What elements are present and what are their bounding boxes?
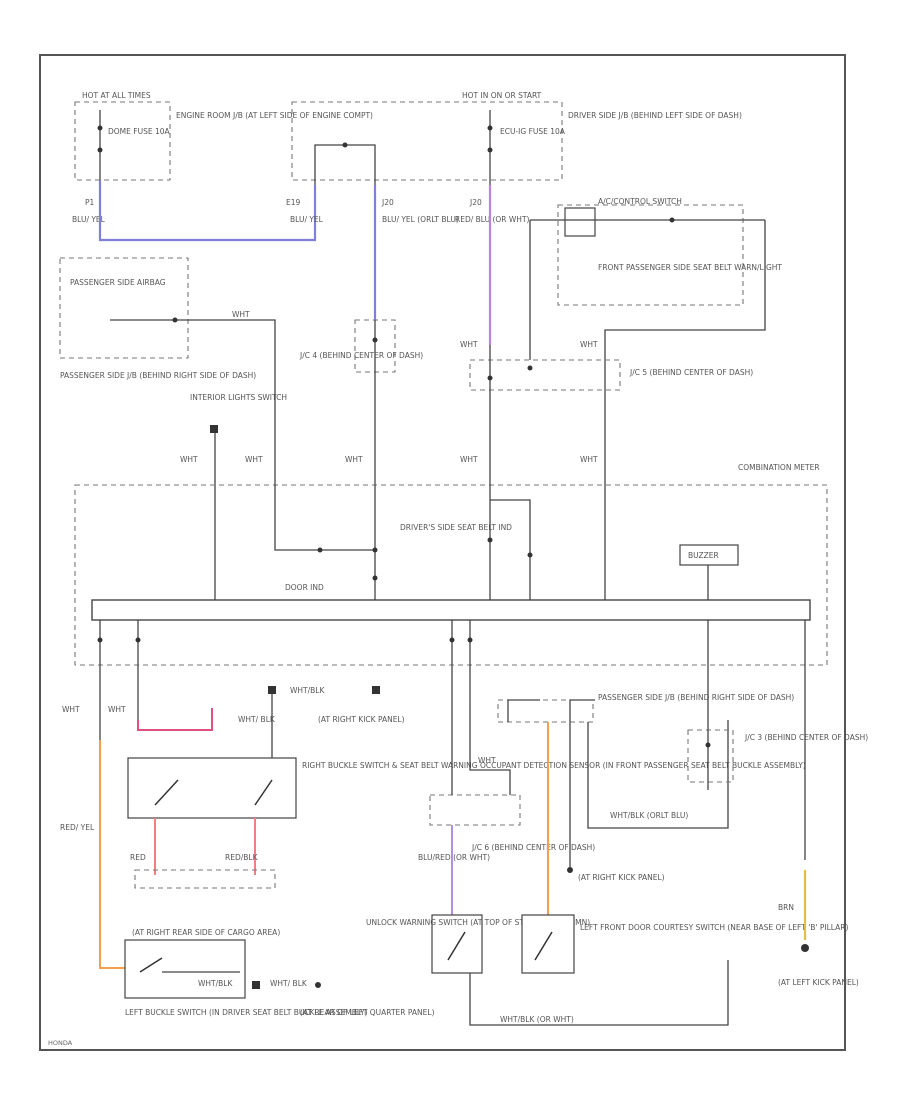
label-pass-jb2: PASSENGER SIDE J/B (BEHIND RIGHT SIDE OF… — [598, 693, 794, 702]
label-hot-on: HOT IN ON OR START — [462, 91, 542, 100]
label-jc5: J/C 5 (BEHIND CENTER OF DASH) — [629, 368, 753, 377]
label-at-left-kick: (AT LEFT KICK PANEL) — [778, 978, 859, 987]
label-blu-yel-1: BLU/ YEL — [72, 215, 106, 224]
label-driver-jb: DRIVER SIDE J/B (BEHIND LEFT SIDE OF DAS… — [568, 111, 742, 120]
label-wht-a: WHT — [232, 310, 250, 319]
label-wht-f: WHT — [345, 455, 363, 464]
label-pass-airbag: PASSENGER SIDE AIRBAG — [70, 278, 166, 287]
jc5-box — [469, 359, 621, 391]
passenger-airbag-box — [59, 257, 189, 359]
diagram-frame — [39, 54, 846, 1051]
label-e19: E19 — [286, 198, 301, 207]
label-left-front-door: LEFT FRONT DOOR COURTESY SWITCH (NEAR BA… — [580, 923, 848, 932]
label-left-buckle: LEFT BUCKLE SWITCH (IN DRIVER SEAT BELT … — [125, 1008, 368, 1017]
engine-jb-box — [74, 101, 171, 181]
label-buzzer: BUZZER — [688, 551, 719, 560]
label-j20b: J20 — [469, 198, 482, 207]
label-jc3: J/C 3 (BEHIND CENTER OF DASH) — [744, 733, 868, 742]
combination-meter-box — [74, 484, 828, 666]
label-at-rear-left: (AT REAR OF LEFT QUARTER PANEL) — [300, 1008, 435, 1017]
left-door-switch-box — [521, 914, 575, 974]
label-at-right-kick: (AT RIGHT KICK PANEL) — [318, 715, 405, 724]
label-wht-d: WHT — [180, 455, 198, 464]
label-blu-yel-2: BLU/ YEL — [290, 215, 324, 224]
label-red-blk: RED/BLK — [225, 853, 259, 862]
label-j20a: J20 — [381, 198, 394, 207]
label-red: RED — [130, 853, 146, 862]
unlock-switch-box — [431, 914, 483, 974]
label-wht-c: WHT — [580, 340, 598, 349]
label-front-pass-ind: FRONT PASSENGER SIDE SEAT BELT WARN/LIGH… — [598, 263, 782, 272]
label-wht-h: WHT — [580, 455, 598, 464]
label-wht-blk: WHT/BLK — [290, 686, 325, 695]
label-driver-seat-belt: DRIVER'S SIDE SEAT BELT IND — [400, 523, 512, 532]
orange-wire-1 — [99, 740, 125, 969]
label-engine-jb: ENGINE ROOM J/B (AT LEFT SIDE OF ENGINE … — [176, 111, 373, 120]
label-passenger-jb: PASSENGER SIDE J/B (BEHIND RIGHT SIDE OF… — [60, 371, 256, 380]
label-door-ind: DOOR IND — [285, 583, 324, 592]
label-blu-yel-3: BLU/ YEL (ORLT BLU) — [382, 215, 459, 224]
label-combination-meter: COMBINATION METER — [738, 463, 820, 472]
label-wht-b: WHT — [460, 340, 478, 349]
meter-bus-bar — [91, 599, 811, 621]
label-jc4: J/C 4 (BEHIND CENTER OF DASH) — [299, 351, 423, 360]
footer-label: HONDA — [48, 1039, 73, 1047]
red-wire-1 — [137, 708, 213, 731]
label-blured: BLU/RED (OR WHT) — [418, 853, 490, 862]
right-buckle-switch-box — [127, 757, 297, 819]
label-wht-blk-or-wht: WHT/BLK (OR WHT) — [500, 1015, 574, 1024]
label-wht-j: WHT — [108, 705, 126, 714]
blue-wire-1 — [98, 180, 317, 242]
label-red-blu: RED/ BLU (OR WHT) — [455, 215, 530, 224]
driver-jb-box — [291, 101, 563, 181]
label-dome-fuse: DOME FUSE 10A — [108, 127, 171, 136]
label-red-yel: RED/ YEL — [60, 823, 95, 832]
label-at-right-rear: (AT RIGHT REAR SIDE OF CARGO AREA) — [132, 928, 280, 937]
buckle-connector-box — [134, 869, 276, 889]
label-ecu-ig-fuse: ECU-IG FUSE 10A — [500, 127, 566, 136]
label-right-buckle: RIGHT BUCKLE SWITCH & SEAT BELT WARNING … — [302, 761, 806, 770]
left-buckle-switch-box — [124, 939, 246, 999]
label-hot-all-times: HOT AT ALL TIMES — [82, 91, 151, 100]
pass-jb2-box — [497, 699, 594, 723]
label-wht-blk-3: WHT/BLK — [198, 979, 233, 988]
label-wht-i: WHT — [62, 705, 80, 714]
jc6-box — [429, 794, 521, 826]
buzzer-box — [679, 544, 739, 566]
label-wht-blk-4: WHT/ BLK — [270, 979, 308, 988]
label-unlock-sw: UNLOCK WARNING SWITCH (AT TOP OF STEERIN… — [366, 918, 590, 927]
label-brn: BRN — [778, 903, 794, 912]
label-wht-k: WHT — [478, 756, 496, 765]
label-p1: P1 — [85, 198, 95, 207]
label-wht-g: WHT — [460, 455, 478, 464]
label-wht-e: WHT — [245, 455, 263, 464]
label-wht-blk-2: WHT/ BLK — [238, 715, 276, 724]
label-jc6: J/C 6 (BEHIND CENTER OF DASH) — [471, 843, 595, 852]
ac-control-box — [557, 204, 744, 306]
jc3-box — [687, 729, 734, 783]
label-interior-switch: INTERIOR LIGHTS SWITCH — [190, 393, 287, 402]
label-wht-blk-org: WHT/BLK (ORLT BLU) — [610, 811, 688, 820]
label-at-right-kick-2: (AT RIGHT KICK PANEL) — [578, 873, 665, 882]
label-ac-control: A/C/CONTROL SWITCH — [598, 197, 682, 206]
